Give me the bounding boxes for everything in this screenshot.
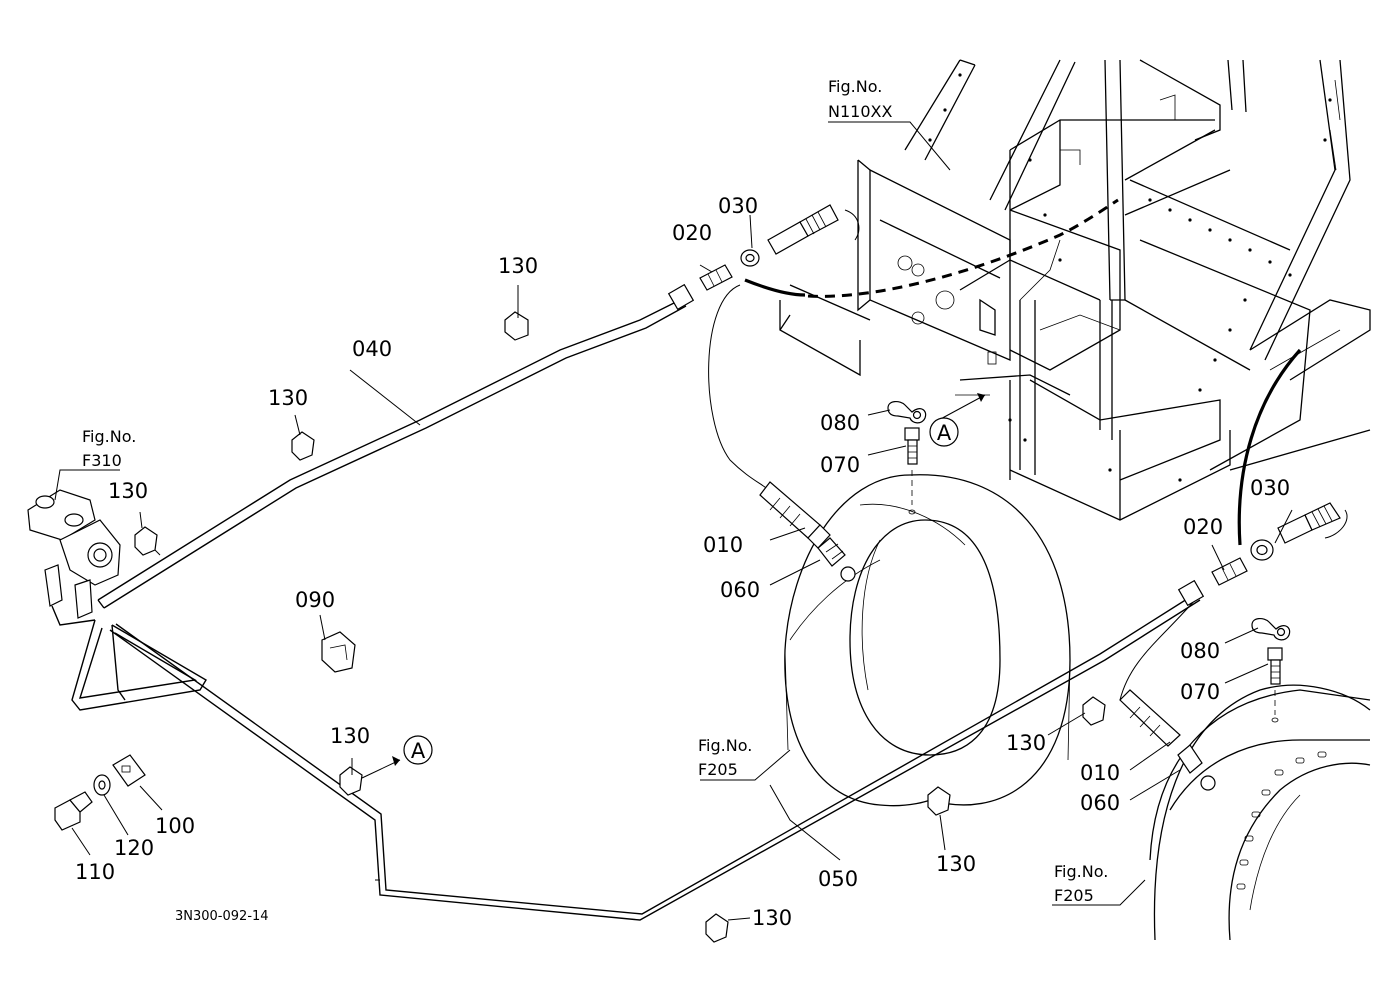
- nut-030-left: [740, 249, 760, 267]
- section-a-marker-upper: A: [929, 393, 986, 447]
- fitting-030-hose-right: [1277, 502, 1341, 544]
- fig-ref-f310-line2: F310: [82, 451, 122, 470]
- nut-030-right: [1250, 539, 1274, 561]
- hose-a-dashed: [807, 198, 1119, 298]
- label-020-right: 020: [1183, 515, 1223, 539]
- bolt-110: [54, 791, 93, 831]
- label-050: 050: [818, 867, 858, 891]
- label-130-f: 130: [1006, 731, 1046, 755]
- clip-130-f: [1082, 696, 1106, 726]
- clip-130-d: [339, 766, 363, 796]
- banjo-080-right: [1251, 618, 1291, 641]
- hose-left: [708, 284, 776, 496]
- tractor-frame: [779, 59, 1371, 521]
- section-a-label-upper: A: [937, 421, 952, 445]
- fig-ref-f205-right: Fig.No. F205: [1054, 862, 1108, 905]
- label-130-c: 130: [108, 479, 148, 503]
- fig-ref-f205-center-line2: F205: [698, 760, 738, 779]
- label-010-left: 010: [703, 533, 743, 557]
- fig-ref-n110xx: Fig.No. N110XX: [828, 77, 892, 121]
- label-120: 120: [114, 836, 154, 860]
- hose-a-solid: [744, 278, 806, 297]
- pipe-050: [109, 593, 1201, 921]
- fig-ref-f310: Fig.No. F310: [82, 427, 136, 470]
- fig-ref-n110xx-line1: Fig.No.: [828, 77, 882, 96]
- hose-right: [1324, 509, 1348, 539]
- label-030-right: 030: [1250, 476, 1290, 500]
- label-130-g: 130: [752, 906, 792, 930]
- rear-tire: [1153, 684, 1371, 941]
- fitting-030-hose-left: [767, 204, 839, 255]
- label-130-b: 130: [268, 386, 308, 410]
- fitting-020-left: [667, 264, 733, 311]
- label-090: 090: [295, 588, 335, 612]
- label-060-left: 060: [720, 578, 760, 602]
- figure-code: 3N300-092-14: [175, 909, 269, 924]
- label-020-left: 020: [672, 221, 712, 245]
- leader-lines: [54, 121, 1293, 921]
- label-130-e: 130: [936, 852, 976, 876]
- label-110: 110: [75, 860, 115, 884]
- clip-130-b: [291, 431, 315, 461]
- fitting-010-right: [1119, 689, 1181, 747]
- washer-120: [93, 774, 111, 796]
- label-070-left: 070: [820, 453, 860, 477]
- hose-top-curve: [844, 209, 860, 241]
- label-040: 040: [352, 337, 392, 361]
- fig-ref-f205-right-line2: F205: [1054, 886, 1094, 905]
- clip-130-c: [134, 526, 158, 556]
- pipe-040: [97, 299, 687, 609]
- banjo-080-left: [887, 401, 927, 424]
- section-a-label-lower: A: [411, 739, 426, 763]
- label-080-right: 080: [1180, 639, 1220, 663]
- clamp-090: [321, 631, 356, 673]
- label-030-left: 030: [718, 194, 758, 218]
- label-070-right: 070: [1180, 680, 1220, 704]
- label-100: 100: [155, 814, 195, 838]
- pipe-loop: [71, 619, 207, 711]
- hose-right-lower: [1119, 599, 1196, 701]
- fitting-060-right: [1177, 744, 1216, 791]
- valve-block-f310: [27, 489, 121, 626]
- label-010-right: 010: [1080, 761, 1120, 785]
- fig-ref-f205-right-line1: Fig.No.: [1054, 862, 1108, 881]
- hose-rear-solid: [1237, 348, 1302, 546]
- bolt-070-right: [1267, 647, 1283, 685]
- front-tire: [784, 474, 1071, 807]
- rear-tire-tread: [1236, 751, 1327, 890]
- label-060-right: 060: [1080, 791, 1120, 815]
- fitting-060-left: [817, 537, 856, 582]
- clip-130-g: [705, 913, 729, 943]
- bolt-070-left: [904, 427, 920, 465]
- rear-fender: [1149, 689, 1371, 861]
- fitting-020-right: [1177, 557, 1248, 607]
- label-130-d: 130: [330, 724, 370, 748]
- fitting-010-left: [759, 481, 831, 549]
- section-a-marker-lower: A: [361, 735, 433, 779]
- part-labels: 030 020 130 040 130 130 090 080 070 010 …: [75, 194, 1290, 930]
- clip-130-a: [504, 311, 529, 341]
- fig-ref-n110xx-line2: N110XX: [828, 102, 892, 121]
- fig-ref-f205-center: Fig.No. F205: [698, 736, 752, 779]
- frame-rivets: [928, 73, 1332, 482]
- fig-ref-f310-line1: Fig.No.: [82, 427, 136, 446]
- clip-130-e: [927, 786, 951, 816]
- fig-ref-f205-center-line1: Fig.No.: [698, 736, 752, 755]
- label-080-left: 080: [820, 411, 860, 435]
- clip-100: [112, 754, 146, 787]
- label-130-a: 130: [498, 254, 538, 278]
